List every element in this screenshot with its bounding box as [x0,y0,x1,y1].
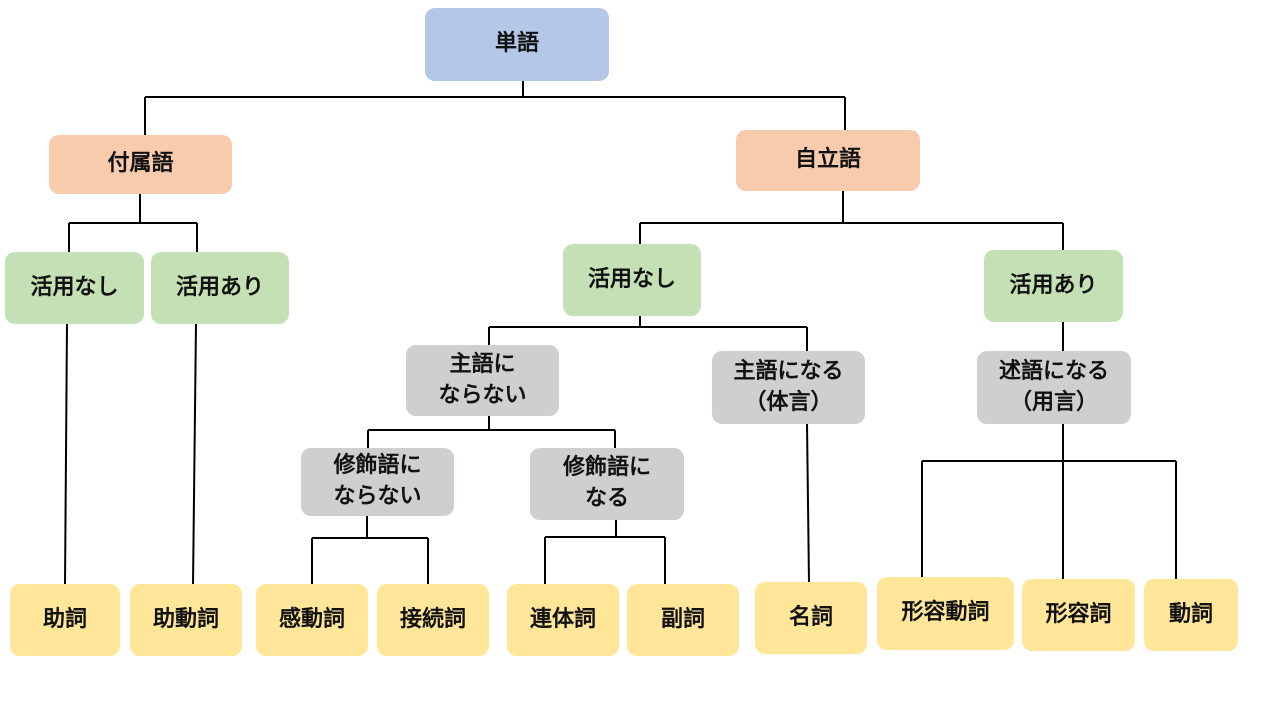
node-not-modifier: 修飾語に ならない [301,448,454,516]
node-auxiliary-verb: 助動詞 [130,584,242,656]
node-independent-no-conjugation: 活用なし [563,244,701,316]
node-independent-conjugation: 活用あり [984,250,1123,322]
node-adnominal: 連体詞 [507,584,619,656]
node-not-subject: 主語に ならない [406,345,559,416]
node-word: 単語 [425,8,609,81]
node-subject-taigen: 主語になる （体言） [712,351,865,424]
node-independent-word: 自立語 [736,130,920,191]
node-particle: 助詞 [10,584,120,656]
node-adjective: 形容詞 [1022,579,1135,651]
node-predicate-yougen: 述語になる （用言） [977,351,1131,424]
node-modifier: 修飾語に なる [530,448,684,520]
node-dependent-word: 付属語 [49,135,232,194]
node-adjectival-verb: 形容動詞 [877,577,1014,650]
node-dependent-conjugation: 活用あり [151,252,289,324]
node-adverb: 副詞 [627,584,739,656]
node-conjunction: 接続詞 [377,584,489,656]
node-dependent-no-conjugation: 活用なし [5,252,144,324]
node-interjection: 感動詞 [256,584,368,656]
node-verb: 動詞 [1144,579,1238,651]
node-noun: 名詞 [755,582,867,654]
